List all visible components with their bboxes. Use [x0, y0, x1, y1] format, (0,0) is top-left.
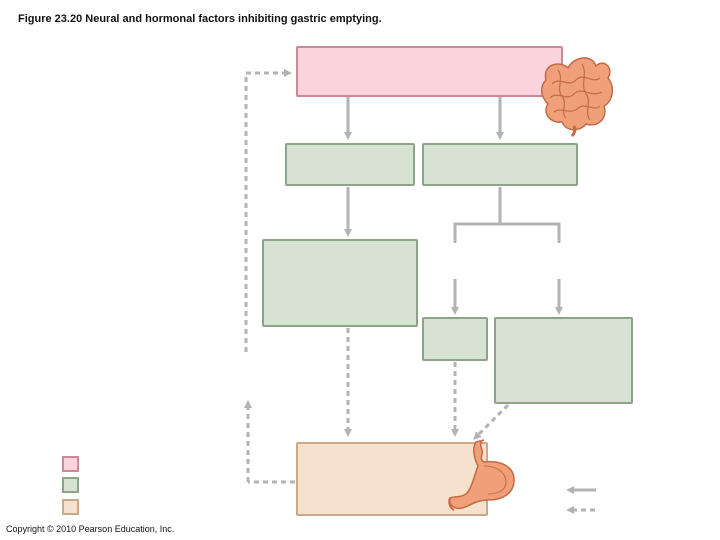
legend-swatch-receptor	[62, 477, 79, 493]
right-receptor-box	[422, 143, 578, 186]
hormone-release-box	[494, 317, 633, 404]
branch-bracket	[453, 222, 561, 243]
stomach-illustration	[448, 439, 515, 511]
enterogastric-reflex-box	[262, 239, 418, 327]
figure-title: Figure 23.20 Neural and hormonal factors…	[18, 13, 382, 25]
legend-swatch-effector	[62, 499, 79, 515]
copyright-notice: Copyright © 2010 Pearson Education, Inc.	[6, 524, 175, 534]
legend-swatch-stimulus	[62, 456, 79, 472]
intestine-illustration	[541, 57, 614, 138]
dashed-right-green-to-stomach	[473, 403, 510, 440]
duodenum-stimulus-box	[296, 46, 563, 97]
left-receptor-box	[285, 143, 415, 186]
small-hormone-box	[422, 317, 488, 361]
